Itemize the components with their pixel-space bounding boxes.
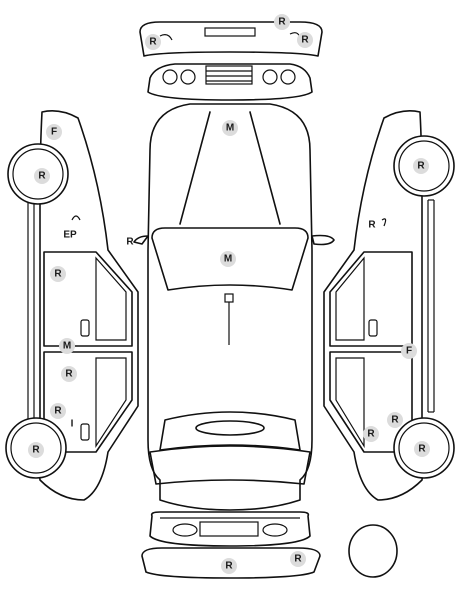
car-top-view xyxy=(133,103,335,511)
marker-hood: M xyxy=(222,120,238,136)
marker-badge xyxy=(28,442,44,458)
right-arc xyxy=(381,218,387,227)
marker-label: R xyxy=(54,406,62,417)
marker-label: R xyxy=(32,445,40,456)
marker-label: F xyxy=(406,346,412,357)
marker-label: M xyxy=(63,341,71,352)
marker-label: R xyxy=(54,269,62,280)
marker-right-front-wheel: R xyxy=(413,158,429,174)
marker-badge xyxy=(363,426,379,442)
marker-label: R xyxy=(294,554,302,565)
empty-circle xyxy=(348,524,398,578)
marker-left-rear-door: R xyxy=(61,366,77,382)
marker-label: R xyxy=(367,429,375,440)
marker-label: R xyxy=(225,561,233,572)
markers-layer: R R R M M F R R M R R R R F R R R R R xyxy=(28,14,430,574)
marker-badge xyxy=(274,14,290,30)
marker-label: M xyxy=(224,254,232,265)
marker-badge xyxy=(145,34,161,50)
marker-badge xyxy=(297,32,313,48)
marker-label: M xyxy=(226,123,234,134)
marker-label: R xyxy=(301,35,309,46)
marker-label: R xyxy=(391,415,399,426)
marker-badge xyxy=(220,251,236,267)
right-mirror-label: R xyxy=(368,220,376,231)
fuel-cap-arc xyxy=(71,215,81,221)
rear-bumper-view xyxy=(141,511,321,579)
marker-front-bumper-r1: R xyxy=(145,34,161,50)
marker-label: R xyxy=(149,37,157,48)
marker-left-fender: F xyxy=(46,124,62,140)
right-side-view xyxy=(323,110,455,501)
marker-badge xyxy=(290,551,306,567)
marker-badge xyxy=(61,366,77,382)
marker-left-rear-wheel: R xyxy=(28,442,44,458)
marker-label: R xyxy=(417,161,425,172)
marker-label: R xyxy=(65,369,73,380)
front-left-arc xyxy=(159,34,173,41)
marker-rear-bumper-r2: R xyxy=(290,551,306,567)
marker-right-door-f: F xyxy=(401,343,417,359)
marker-badge xyxy=(413,158,429,174)
marker-badge xyxy=(46,124,62,140)
marker-label: R xyxy=(278,17,286,28)
marker-badge xyxy=(387,412,403,428)
marker-right-rear-wheel: R xyxy=(414,441,430,457)
marker-badge xyxy=(414,441,430,457)
marker-badge xyxy=(222,120,238,136)
marker-front-bumper-r2: R xyxy=(274,14,290,30)
front-bumper-view xyxy=(139,21,323,101)
marker-left-front-door: R xyxy=(50,266,66,282)
marker-label: F xyxy=(51,127,57,138)
marker-roof: M xyxy=(220,251,236,267)
marker-badge xyxy=(34,168,50,184)
marker-label: R xyxy=(38,171,46,182)
marker-badge xyxy=(50,403,66,419)
marker-badge xyxy=(59,338,75,354)
marker-right-rear-r2: R xyxy=(387,412,403,428)
marker-label: R xyxy=(418,444,426,455)
marker-left-rear-r: R xyxy=(50,403,66,419)
left-mirror-label: R xyxy=(126,237,134,248)
marker-left-sill: M xyxy=(59,338,75,354)
marker-right-rear-r: R xyxy=(363,426,379,442)
marker-badge xyxy=(221,558,237,574)
ep-label: EP xyxy=(63,230,77,241)
marker-front-bumper-r3: R xyxy=(297,32,313,48)
left-side-view xyxy=(5,110,139,501)
marker-rear-bumper-r1: R xyxy=(221,558,237,574)
marker-badge xyxy=(401,343,417,359)
marker-left-front-wheel: R xyxy=(34,168,50,184)
left-i-label: I xyxy=(71,419,74,430)
marker-badge xyxy=(50,266,66,282)
